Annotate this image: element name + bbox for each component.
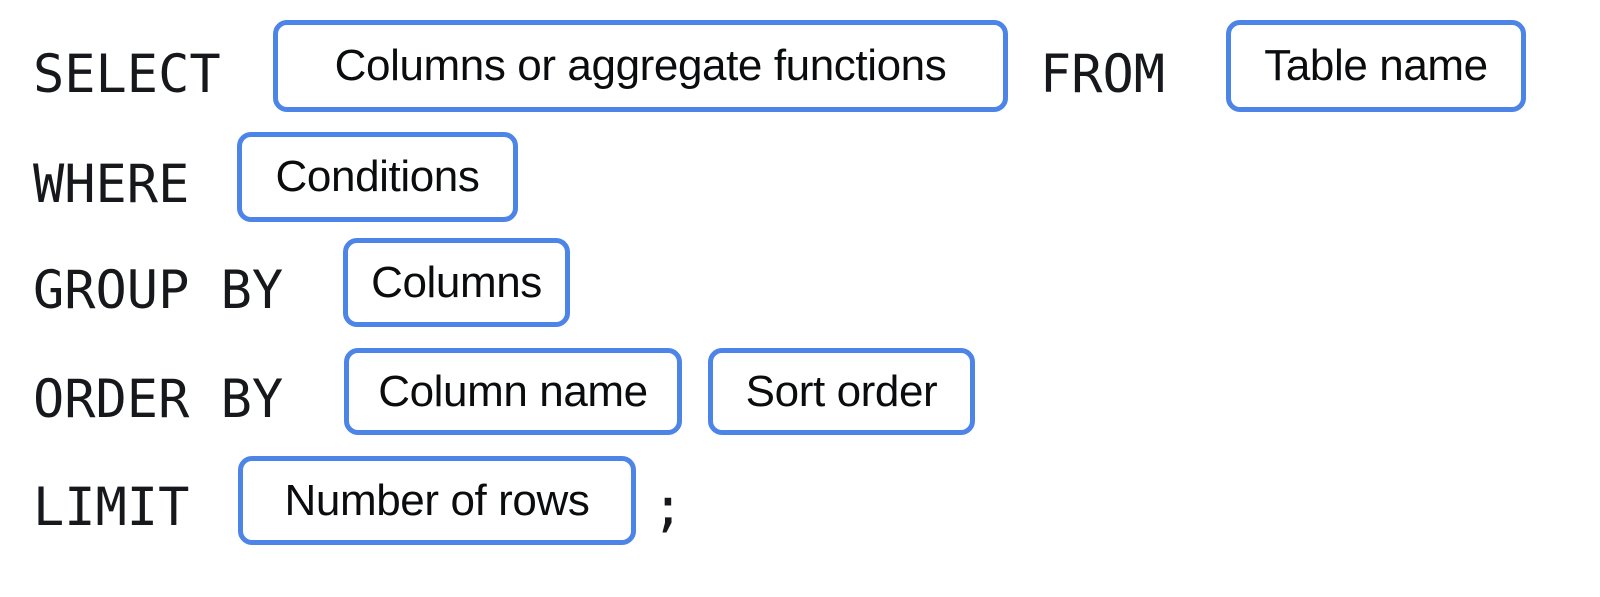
statement-terminator-semicolon: ; [652, 477, 684, 538]
slot-columns-or-aggregate-functions[interactable]: Columns or aggregate functions [273, 20, 1008, 112]
slot-label: Number of rows [284, 475, 590, 525]
sql-keyword-order-by: ORDER BY [33, 369, 284, 430]
sql-keyword-from: FROM [1040, 44, 1166, 105]
clause-row-limit: LIMIT Number of rows ; [0, 435, 1600, 545]
clause-row-where: WHERE Conditions [0, 110, 1600, 222]
slot-sort-order[interactable]: Sort order [708, 348, 975, 435]
slot-label: Columns [371, 257, 542, 307]
slot-group-by-columns[interactable]: Columns [343, 238, 570, 327]
sql-keyword-select: SELECT [33, 44, 221, 105]
slot-column-name[interactable]: Column name [344, 348, 682, 435]
sql-keyword-limit: LIMIT [33, 477, 190, 538]
clause-row-group-by: GROUP BY Columns [0, 218, 1600, 328]
slot-label: Columns or aggregate functions [334, 41, 947, 90]
slot-label: Column name [378, 366, 648, 416]
slot-number-of-rows[interactable]: Number of rows [238, 456, 636, 545]
slot-label: Table name [1264, 41, 1488, 90]
clause-row-select: SELECT Columns or aggregate functions FR… [0, 0, 1600, 112]
sql-keyword-group-by: GROUP BY [33, 260, 284, 321]
sql-keyword-where: WHERE [33, 154, 190, 215]
clause-row-order-by: ORDER BY Column name Sort order [0, 327, 1600, 437]
slot-conditions[interactable]: Conditions [237, 132, 518, 222]
slot-label: Sort order [745, 366, 938, 416]
slot-table-name[interactable]: Table name [1226, 20, 1526, 112]
slot-label: Conditions [275, 152, 480, 201]
